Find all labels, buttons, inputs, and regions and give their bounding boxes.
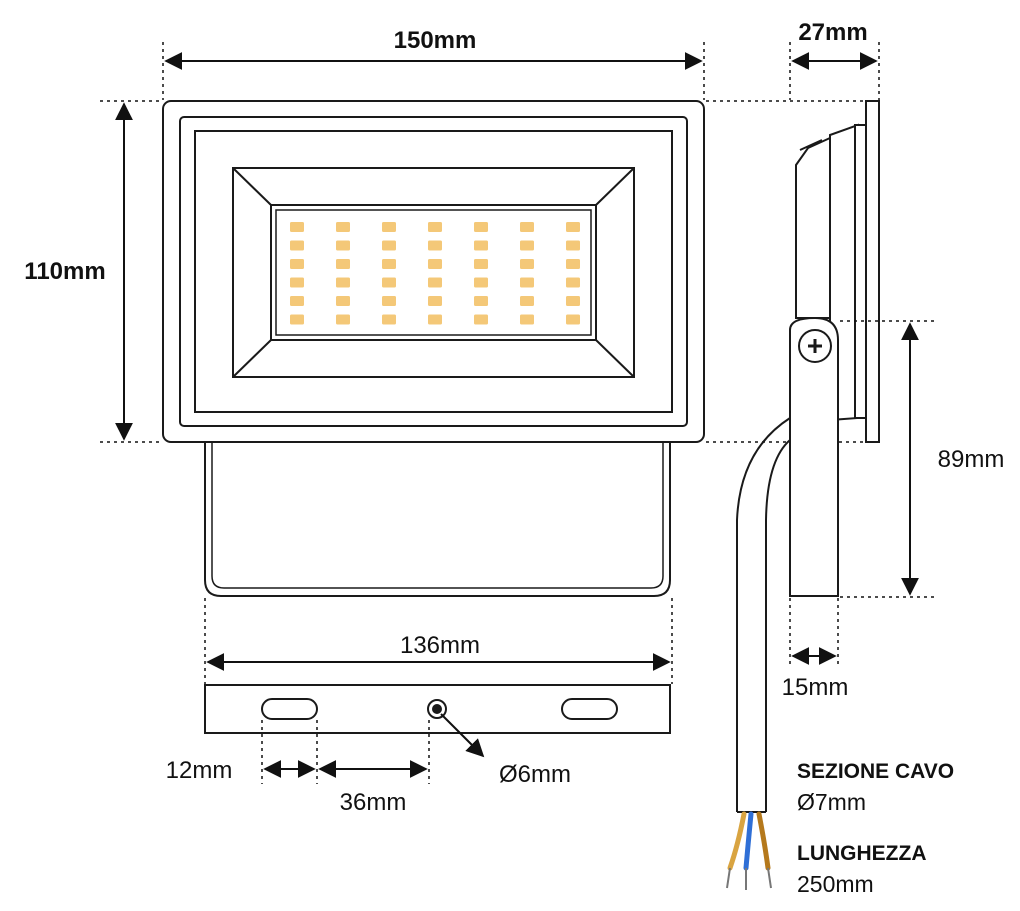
power-cable [736, 417, 791, 813]
led-chip [566, 277, 580, 288]
led-chip [290, 296, 304, 306]
side-view [789, 100, 880, 597]
cable-length-value: 250mm [797, 871, 874, 897]
led-chip [382, 296, 396, 306]
led-chip [336, 277, 350, 288]
led-chip [336, 296, 350, 306]
led-chip [520, 222, 534, 232]
hole-diameter-label: Ø6mm [499, 761, 571, 788]
wire-tips [726, 867, 772, 890]
slot-to-hole-label: 36mm [340, 789, 407, 816]
cable-length-label: LUNGHEZZA [797, 842, 927, 865]
led-chip [474, 314, 488, 325]
hole-diameter-dimension: Ø6mm [440, 713, 571, 788]
cable-section-value: Ø7mm [797, 789, 866, 815]
bracket-height-label: 89mm [938, 446, 1005, 473]
led-chip [474, 277, 488, 288]
led-chip [336, 259, 350, 269]
cable-info: SEZIONE CAVO Ø7mm LUNGHEZZA 250mm [797, 760, 954, 897]
bracket-width-dimension: 136mm [204, 598, 673, 684]
led-chip [566, 222, 580, 232]
led-chip [428, 240, 442, 251]
bracket-bottom-view [204, 684, 671, 734]
led-chip [474, 259, 488, 269]
led-chip [290, 222, 304, 232]
led-chip [566, 259, 580, 269]
led-chip [428, 222, 442, 232]
led-chip [520, 240, 534, 251]
led-chip [336, 222, 350, 232]
led-chip [382, 277, 396, 288]
cable-section-label: SEZIONE CAVO [797, 760, 954, 783]
led-chip [382, 222, 396, 232]
bracket-height-dimension: 89mm [840, 320, 1005, 598]
led-chip [382, 240, 396, 251]
led-chip [474, 296, 488, 306]
led-chip [290, 240, 304, 251]
front-bracket [204, 440, 671, 597]
led-chip [428, 277, 442, 288]
depth-dimension: 27mm [789, 19, 880, 100]
led-chip [336, 240, 350, 251]
led-chip [336, 314, 350, 325]
slot-width-label: 12mm [166, 757, 233, 784]
led-chip [382, 314, 396, 325]
led-board [270, 204, 597, 341]
width-label: 150mm [394, 27, 477, 54]
led-chip [290, 259, 304, 269]
led-chip [520, 296, 534, 306]
led-chip [290, 314, 304, 325]
side-bracket [789, 316, 839, 597]
led-chip [382, 259, 396, 269]
led-chip [428, 296, 442, 306]
led-chip [474, 240, 488, 251]
width-dimension: 150mm [162, 27, 705, 100]
led-chip [520, 277, 534, 288]
led-chip [474, 222, 488, 232]
led-chip [566, 314, 580, 325]
height-label: 110mm [24, 258, 105, 285]
depth-label: 27mm [798, 19, 867, 46]
front-housing [162, 100, 705, 443]
side-front-plate [865, 100, 880, 443]
led-chip [520, 314, 534, 325]
slot-dimensions: 12mm 36mm [166, 720, 430, 816]
front-view [162, 100, 705, 597]
cable-wires [727, 811, 771, 871]
bracket-depth-dimension: 15mm [782, 598, 849, 701]
led-grid [290, 222, 580, 325]
led-chip [520, 259, 534, 269]
mounting-slot-left [261, 698, 318, 720]
reflector [232, 167, 635, 378]
bracket-depth-label: 15mm [782, 674, 849, 701]
led-chip [428, 259, 442, 269]
mounting-slot-right [561, 698, 618, 720]
height-dimension: 110mm [24, 100, 162, 443]
led-chip [566, 240, 580, 251]
led-chip [290, 277, 304, 288]
led-chip [428, 314, 442, 325]
bracket-width-label: 136mm [400, 632, 480, 659]
led-chip [566, 296, 580, 306]
